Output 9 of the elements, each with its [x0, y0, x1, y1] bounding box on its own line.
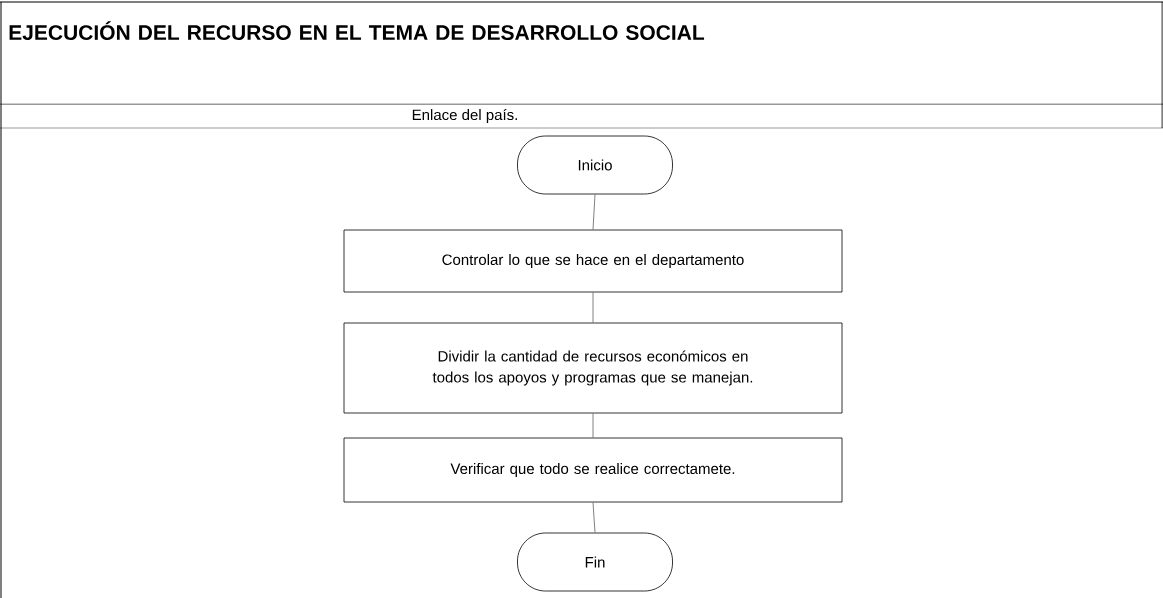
- connector-line: [592, 194, 596, 230]
- lane-label: Enlace del país.: [412, 108, 517, 124]
- connector-line: [592, 292, 594, 323]
- process-box: Verificar que todo se realice correctamete.: [343, 437, 843, 503]
- process-box: Controlar lo que se hace en el departamento: [343, 229, 843, 293]
- process-box: Dividir la cantidad de recursos económicos en todos los apoyos y programas que se manejan.: [343, 322, 843, 414]
- connector-line: [592, 413, 594, 438]
- connector-line: [592, 502, 596, 533]
- title: EJECUCIÓN DEL RECURSO EN EL TEMA DE DESARROLLO SOCIAL: [9, 21, 705, 40]
